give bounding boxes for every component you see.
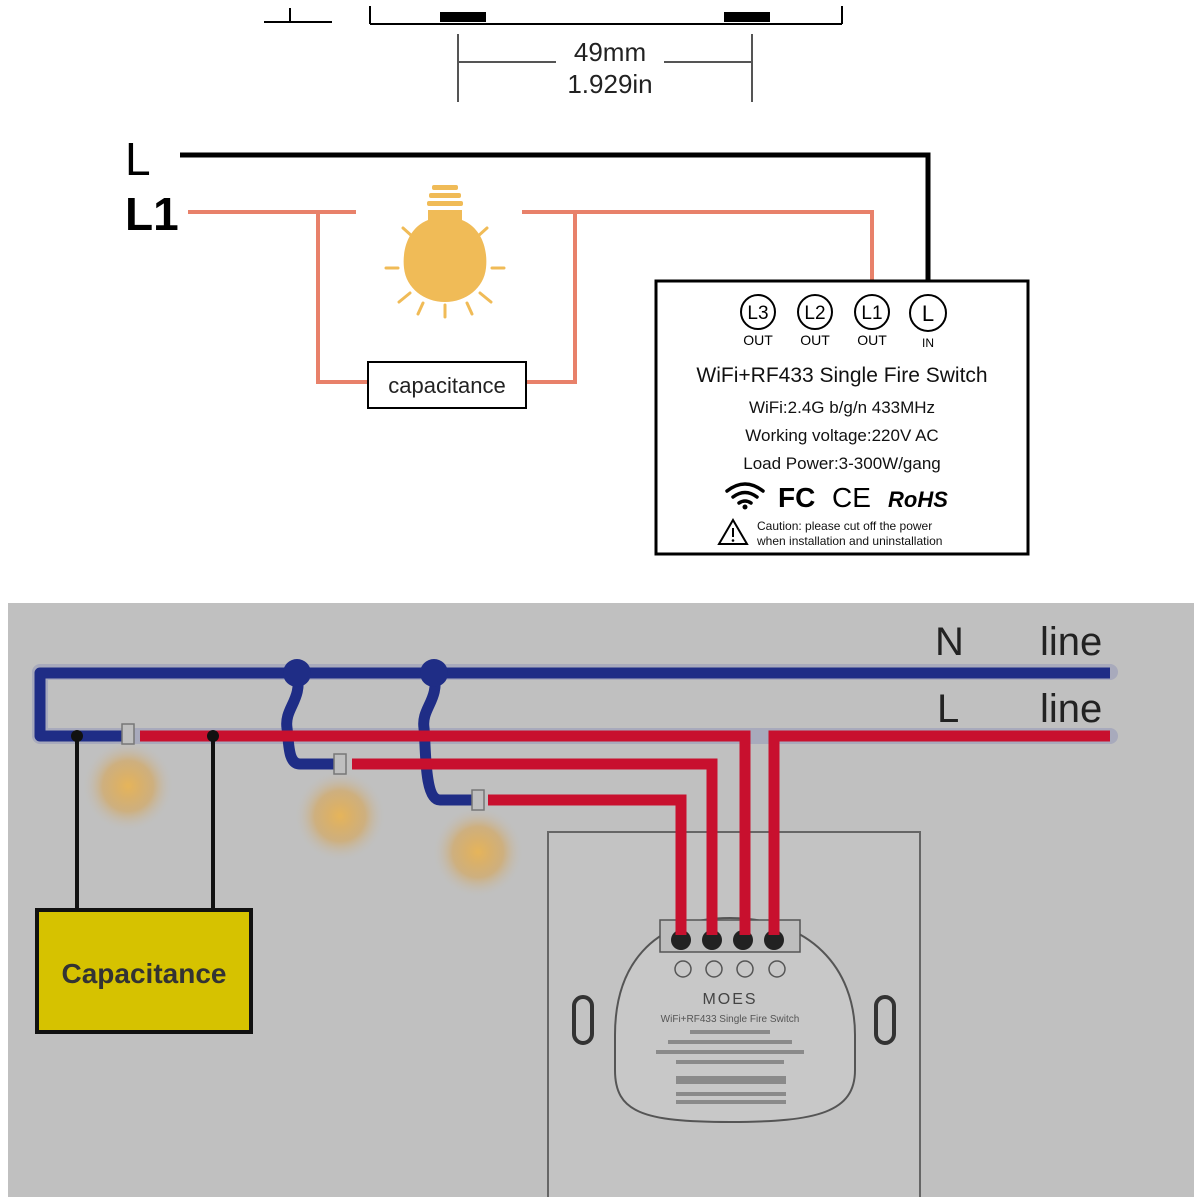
svg-text:OUT: OUT [800,332,830,348]
l-line-letter: L [937,687,959,731]
module-photo-title: WiFi+RF433 Single Fire Switch [661,1014,800,1025]
caution-line-1: Caution: please cut off the power [757,519,932,533]
live-wire [180,152,931,296]
n-line-word: line [1040,620,1102,664]
top-wiring-diagram: 49mm 1.929in L L1 capacitance [125,6,1030,556]
dimension-mm: 49mm [574,37,646,67]
bulb-icon-2 [294,753,386,862]
capacitance-box: capacitance [367,361,527,409]
svg-text:OUT: OUT [857,332,887,348]
svg-text:IN: IN [922,336,934,350]
capacitance-box-bottom: Capacitance [35,908,253,1034]
capacitance-label: capacitance [388,373,505,398]
warning-icon [717,518,749,545]
device-outline-fragment [264,6,843,25]
module-voltage: Working voltage:220V AC [745,426,938,445]
terminal-l1: L1 OUT [854,294,890,348]
load-wires [188,210,874,384]
fc-mark: FC [778,482,815,513]
dimension-inch: 1.929in [567,69,652,99]
svg-text:L: L [922,301,934,326]
n-line-letter: N [935,620,964,664]
label-live-l: L [125,133,151,185]
bulb-icon [384,185,506,319]
module-wifi-spec: WiFi:2.4G b/g/n 433MHz [749,398,935,417]
module-load-power: Load Power:3-300W/gang [743,454,941,473]
dimension-annotation: 49mm 1.929in [457,34,753,102]
switch-module: L3 OUT L2 OUT L1 OUT L IN WiFi+RF433 Sin… [654,279,1030,556]
ce-mark: CE [832,482,871,513]
module-brand: MOES [702,991,757,1008]
bottom-wiring-diagram: MOES WiFi+RF433 Single Fire Switch [8,603,1194,1197]
wifi-icon [725,482,765,510]
terminal-l3: L3 OUT [740,294,776,348]
capacitance-label-bottom: Capacitance [62,958,227,989]
capacitor-leads [75,736,215,910]
terminal-l-in: L IN [909,294,947,350]
rohs-mark: RoHS [888,487,948,512]
label-load-l1: L1 [125,188,179,240]
svg-text:L2: L2 [804,303,825,324]
caution-line-2: when installation and uninstallation [756,534,942,548]
svg-text:L1: L1 [861,303,882,324]
svg-text:L3: L3 [747,303,768,324]
live-wires [140,730,1110,935]
module-title: WiFi+RF433 Single Fire Switch [696,364,987,387]
bulb-icon-3 [432,789,524,898]
bulb-icon-1 [82,723,174,832]
terminal-l2: L2 OUT [797,294,833,348]
l-line-word: line [1040,687,1102,731]
svg-text:OUT: OUT [743,332,773,348]
switch-module-photo: MOES WiFi+RF433 Single Fire Switch [614,916,856,1124]
